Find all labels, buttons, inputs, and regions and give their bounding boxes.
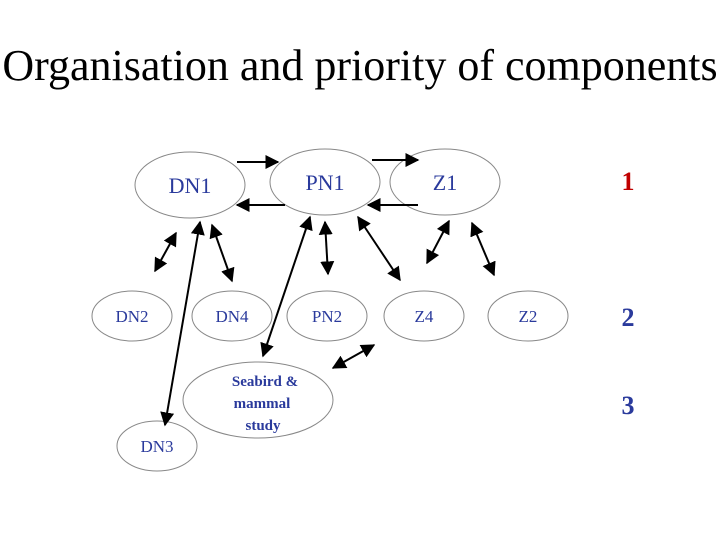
node-dn2-label: DN2 [115,307,148,326]
arrow-seabird-z4 [331,344,376,369]
node-dn4-label: DN4 [215,307,249,326]
arrow-dn1-dn3 [160,220,205,427]
arrow-dn1-dn4 [209,223,235,283]
node-seabird-mammal-study: Seabird & mammal study [182,361,334,439]
arrow-z1-z4 [426,219,450,265]
arrow-dn1-dn2 [154,231,177,273]
priority-3: 3 [622,391,635,420]
seabird-line-2: mammal [234,396,291,412]
node-z2-label: Z2 [519,307,538,326]
node-z4: Z4 [383,290,465,342]
node-dn3-label: DN3 [140,437,173,456]
node-pn1-label: PN1 [305,170,344,195]
arrow-z1-z2 [470,221,496,277]
node-pn1: PN1 [269,148,381,216]
node-dn1: DN1 [134,151,246,219]
seabird-line-1: Seabird & [232,374,298,390]
seabird-line-3: study [245,418,281,434]
priority-1: 1 [622,167,635,196]
slide-title: Organisation and priority of components [2,41,718,90]
arrow-pn1-z4 [357,215,401,282]
node-pn2: PN2 [286,290,368,342]
node-dn1-label: DN1 [169,173,212,198]
arrow-pn1-pn2 [318,220,335,276]
node-z2: Z2 [487,290,569,342]
node-pn2-label: PN2 [312,307,342,326]
node-dn3: DN3 [116,420,198,472]
node-z4-label: Z4 [415,307,434,326]
node-dn2: DN2 [91,290,173,342]
node-z1-label: Z1 [433,170,457,195]
arrow-pn1-seabird [260,215,313,358]
node-dn4: DN4 [191,290,273,342]
priority-2: 2 [622,303,635,332]
